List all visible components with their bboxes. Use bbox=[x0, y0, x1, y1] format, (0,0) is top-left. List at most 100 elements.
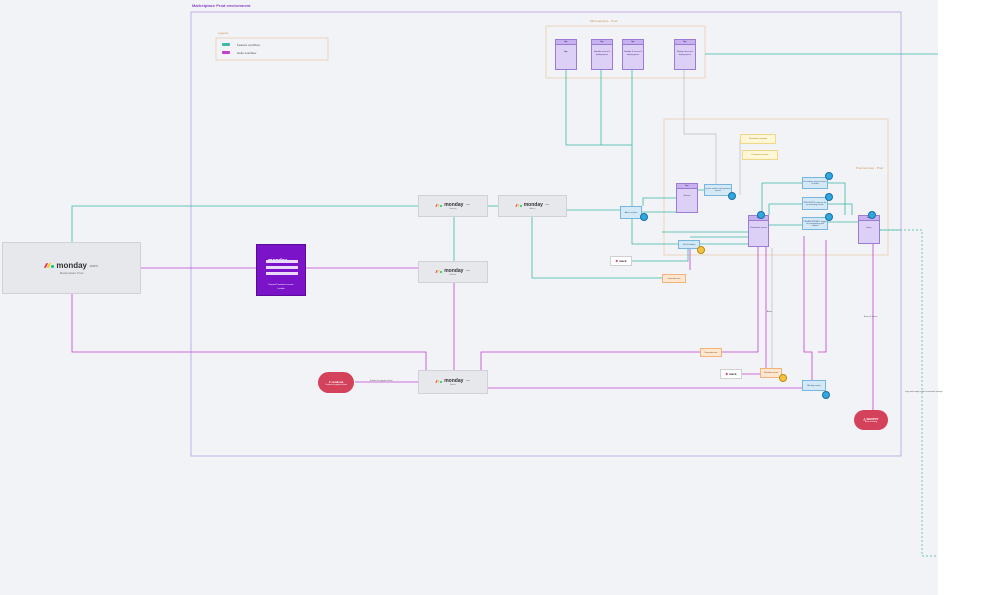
zendesk-icon: Z bbox=[328, 379, 331, 384]
node-caption: Request Provisioner service bbox=[268, 284, 294, 286]
slack-icon: ✱ bbox=[725, 372, 728, 376]
wire-exit-right bbox=[880, 229, 938, 557]
legend-title: Legend bbox=[218, 31, 229, 35]
form-line bbox=[266, 266, 298, 269]
service-header: App bbox=[677, 184, 697, 189]
wire-prov-notes bbox=[761, 182, 802, 215]
slack-label: slack bbox=[619, 259, 627, 263]
info-badge-icon bbox=[825, 213, 833, 221]
service-body: Handler & service & deploy queue bbox=[624, 51, 642, 56]
right-service-provisioner[interactable]: AppProvisioner service bbox=[748, 215, 769, 247]
sentry-node[interactable]: ◬ SENTRY Error tracking bbox=[854, 410, 888, 430]
brand-word: monday bbox=[523, 202, 543, 208]
note-admin-actions: Admin actions bbox=[620, 206, 642, 219]
note-workflow-queue: Workflow queue bbox=[760, 368, 782, 378]
wire-admin-down bbox=[531, 217, 662, 279]
node-caption: Marketplace Prod bbox=[59, 271, 84, 275]
node-caption: Admin bbox=[450, 384, 456, 386]
service-body: App bbox=[564, 51, 568, 53]
service-body: Provisioner service bbox=[750, 227, 767, 229]
monday-logo-icon bbox=[44, 263, 55, 268]
wire-monitor-down bbox=[683, 70, 717, 186]
diagram-canvas bbox=[0, 0, 938, 595]
note-dependencies-2: Dependencies bbox=[700, 348, 722, 357]
node-caption: Admin bbox=[529, 208, 536, 210]
form-line bbox=[266, 272, 298, 275]
monday-logo-icon bbox=[515, 203, 522, 207]
service-header: App bbox=[623, 40, 643, 45]
brand-word: monday bbox=[444, 268, 464, 274]
sentry-icon: ◬ bbox=[863, 417, 866, 421]
group-top-label: Microservices · Prod bbox=[590, 19, 618, 23]
service-body: Handler service & deploy queue bbox=[594, 51, 610, 56]
info-badge-icon bbox=[728, 192, 736, 200]
monday-logo: monday.com bbox=[257, 249, 305, 267]
info-badge-icon bbox=[825, 172, 833, 180]
brand-word: monday bbox=[444, 202, 464, 208]
legend-label-feature: Feature workflow bbox=[237, 43, 260, 47]
slack-node-1[interactable]: ✱slack bbox=[610, 256, 632, 266]
note-resource-requests: RESOURCE requests for provisioning event… bbox=[802, 197, 828, 210]
sentry-logo: ◬ SENTRY bbox=[863, 417, 879, 421]
brand-word: monday bbox=[56, 261, 87, 270]
node-caption: Hosting bbox=[449, 208, 457, 210]
node-caption-sub: Lambda bbox=[277, 288, 285, 290]
brand-word: monday bbox=[444, 378, 464, 384]
wire-notify-service bbox=[642, 197, 676, 206]
wire-prov-notes2 bbox=[768, 203, 802, 215]
right-service-entry[interactable]: AppEntry bbox=[858, 215, 880, 244]
note-yellow-1: Provisioner requests bbox=[740, 134, 776, 144]
wire-notify-queue bbox=[631, 219, 678, 245]
wire-svc1-down bbox=[565, 70, 632, 146]
slack-node-2[interactable]: ✱slack bbox=[720, 369, 742, 379]
service-body: Entry bbox=[866, 227, 872, 229]
mon-node-admin-top[interactable]: monday.com Admin bbox=[498, 195, 567, 217]
node-caption: Monitor bbox=[449, 274, 457, 276]
node-caption: Customer support tickets bbox=[324, 383, 348, 386]
legend-frame bbox=[215, 37, 329, 61]
top-services-frame bbox=[545, 25, 706, 79]
mon-node-monitor[interactable]: monday.com Monitor bbox=[418, 261, 488, 283]
info-badge-icon bbox=[868, 211, 876, 219]
info-badge-icon bbox=[822, 391, 830, 399]
brand-tld: .com bbox=[89, 263, 98, 268]
wire-deps-prov bbox=[722, 236, 759, 353]
warning-badge-icon bbox=[697, 246, 705, 254]
group-right-label: Prod services · Prod bbox=[856, 166, 884, 170]
mon-node-admin-bottom[interactable]: monday.com Admin bbox=[418, 370, 488, 394]
note-provisioner-health: Provisioner process status & health bbox=[802, 177, 828, 189]
service-header: App bbox=[675, 40, 695, 45]
wire-note-entry2 bbox=[828, 203, 853, 215]
outer-frame bbox=[190, 11, 902, 457]
brand-tld: .com bbox=[465, 380, 470, 382]
legend-label-hello: Hello workflow bbox=[237, 51, 257, 55]
wire-entry-down bbox=[818, 240, 827, 353]
service-header: App bbox=[556, 40, 576, 45]
warning-badge-icon bbox=[779, 374, 787, 382]
line-label-alerts: Alerts bbox=[767, 311, 773, 313]
page-margin bbox=[938, 0, 1000, 595]
right-services-frame bbox=[663, 118, 889, 256]
zendesk-node[interactable]: Z zendesk Customer support tickets bbox=[318, 372, 354, 393]
wire-main-down bbox=[71, 294, 427, 370]
mon-node-hosting[interactable]: monday.com Hosting bbox=[418, 195, 488, 217]
info-badge-icon bbox=[640, 213, 648, 221]
note-yellow-2: Provisioner service bbox=[742, 150, 778, 160]
note-dependencies-1: Dependencies bbox=[662, 274, 686, 283]
wire-slack-teal bbox=[632, 248, 689, 262]
slack-label: slack bbox=[729, 372, 737, 376]
note-queue-monitor: Queue monitor and provision events bbox=[704, 184, 732, 196]
wire-mon-deps bbox=[480, 351, 700, 370]
main-app-node[interactable]: monday.com Marketplace Prod bbox=[2, 242, 141, 294]
monday-logo-icon bbox=[435, 269, 443, 273]
monday-logo: monday.com bbox=[44, 261, 98, 270]
service-body: Monitor Service & deploy queue bbox=[677, 51, 693, 56]
request-provisioner-node[interactable]: monday.com Request Provisioner service L… bbox=[256, 244, 306, 296]
node-caption: Error tracking bbox=[864, 421, 877, 423]
